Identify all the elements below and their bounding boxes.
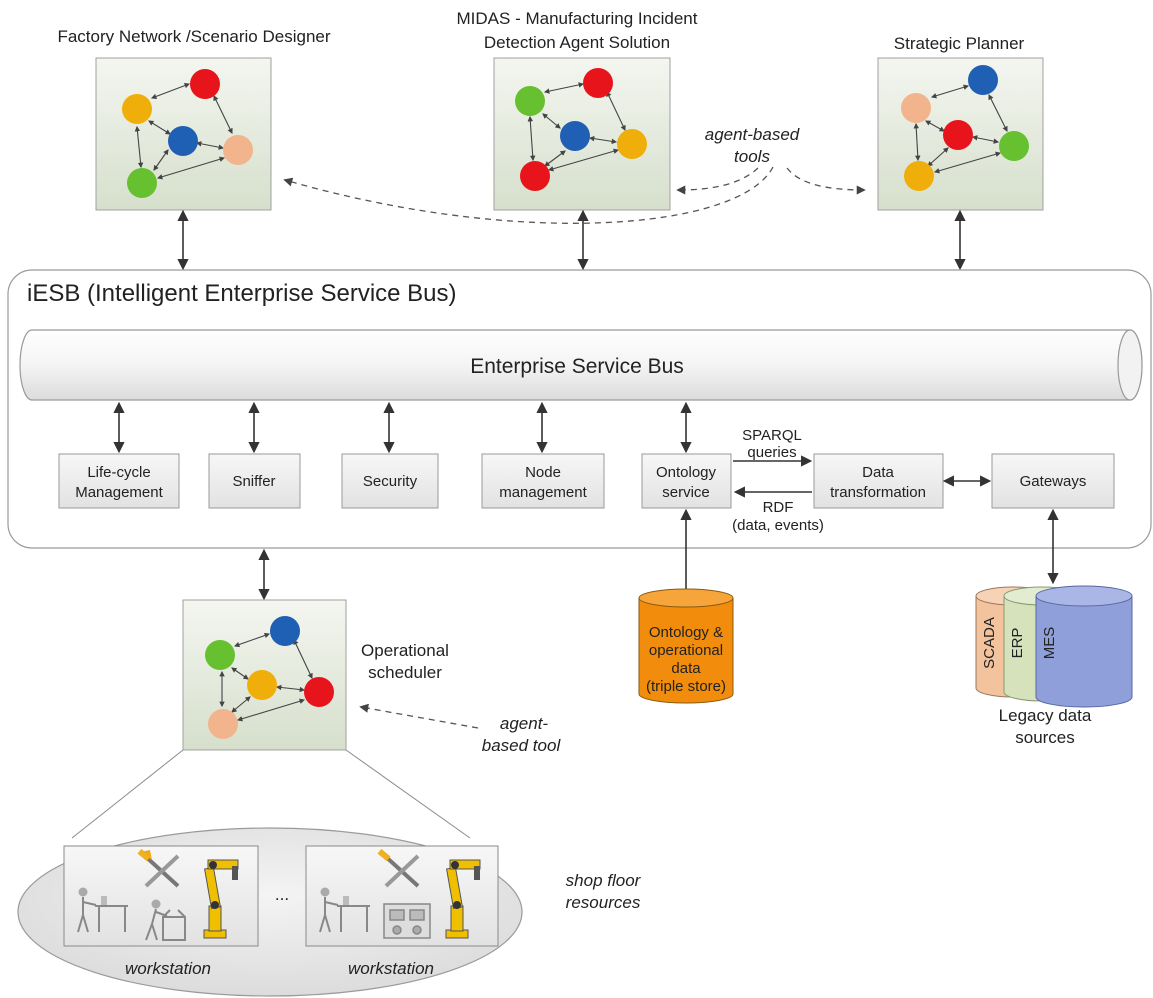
ontology-service-label-line2: service <box>662 484 710 501</box>
ontology-service-label-line1: Ontology <box>656 464 717 481</box>
gateways-box: Gateways <box>991 453 1115 509</box>
factory-designer-panel <box>95 57 272 211</box>
robot-arm-icon <box>203 859 239 939</box>
agent-node-green <box>999 131 1029 161</box>
agent-based-tools-label-line1: agent-based <box>705 125 800 144</box>
agent-node-red <box>190 69 220 99</box>
enterprise-service-bus-pipe <box>19 329 1143 401</box>
machine-icon <box>383 903 431 939</box>
strategic-planner-title: Strategic Planner <box>894 34 1025 53</box>
security-box: Security <box>341 453 439 509</box>
agent-node-blue <box>168 126 198 156</box>
triple-store-line2: operational <box>649 642 723 659</box>
triple-store-cylinder <box>638 588 734 704</box>
robot-arm-icon <box>445 859 481 939</box>
legacy-caption-line1: Legacy data <box>999 706 1092 725</box>
enterprise-service-bus-label: Enterprise Service Bus <box>470 355 684 378</box>
security-label: Security <box>363 473 418 490</box>
workstation-left-label: workstation <box>125 959 211 978</box>
data-transformation-label-line2: transformation <box>830 484 926 501</box>
agent-node-red <box>583 68 613 98</box>
worker-icon <box>319 887 370 933</box>
bus-module-arrows <box>113 401 692 454</box>
node-management-box: Node management <box>481 453 605 509</box>
lifecycle-management-box: Life-cycle Management <box>58 453 180 509</box>
agent-node-green <box>515 86 545 116</box>
agent-node-yellow <box>904 161 934 191</box>
workstation-left <box>63 845 259 947</box>
agent-node-red <box>304 677 334 707</box>
data-transformation-label-line1: Data <box>862 464 894 481</box>
operational-scheduler-panel <box>182 599 347 751</box>
agent-node-yellow <box>122 94 152 124</box>
factory-designer-title: Factory Network /Scenario Designer <box>57 27 330 46</box>
agent-based-tool-label-line1: agent- <box>500 714 549 733</box>
lifecycle-label-line2: Management <box>75 484 163 501</box>
worker-icon <box>77 887 128 933</box>
agent-based-tool-arrow <box>359 703 479 729</box>
wrench-screwdriver-icon <box>137 848 180 888</box>
rdf-label-line2: (data, events) <box>732 517 824 534</box>
triple-store-line3: data <box>671 660 701 677</box>
triple-store-line1: Ontology & <box>649 624 723 641</box>
mes-cylinder <box>1035 585 1133 708</box>
agent-node-green <box>127 168 157 198</box>
sparql-label-line2: queries <box>747 444 796 461</box>
operational-scheduler-label-line1: Operational <box>361 641 449 660</box>
rdf-label-line1: RDF <box>763 499 794 516</box>
midas-title-line1: MIDAS - Manufacturing Incident <box>457 9 698 28</box>
erp-label: ERP <box>1009 628 1026 659</box>
gateways-label: Gateways <box>1020 473 1087 490</box>
agent-node-blue <box>270 616 300 646</box>
node-management-label-line2: management <box>499 484 587 501</box>
panel-bus-arrows <box>177 209 966 271</box>
node-management-label-line1: Node <box>525 464 561 481</box>
agent-node-blue <box>560 121 590 151</box>
agent-node-red <box>943 120 973 150</box>
lifecycle-label-line1: Life-cycle <box>87 464 150 481</box>
agent-based-tools-arrows <box>283 166 866 224</box>
mes-label: MES <box>1041 627 1058 660</box>
agent-node-blue <box>968 65 998 95</box>
shop-floor-caption-line1: shop floor <box>566 871 642 890</box>
ontology-service-box: Ontology service <box>641 453 732 509</box>
wrench-screwdriver-icon <box>377 848 420 888</box>
agent-based-tool-label-line2: based tool <box>482 736 562 755</box>
agent-based-tools-label-line2: tools <box>734 147 770 166</box>
worker-box-icon <box>145 899 186 941</box>
iesb-title: iESB (Intelligent Enterprise Service Bus… <box>27 280 457 307</box>
agent-node-peach <box>223 135 253 165</box>
sniffer-box: Sniffer <box>208 453 301 509</box>
agent-node-yellow <box>617 129 647 159</box>
midas-panel <box>493 57 671 211</box>
workstation-right-label: workstation <box>348 959 434 978</box>
shop-floor-caption-line2: resources <box>566 893 641 912</box>
sniffer-label: Sniffer <box>232 473 275 490</box>
midas-title-line2: Detection Agent Solution <box>484 33 670 52</box>
triple-store-line4: (triple store) <box>646 678 726 695</box>
workstation-right <box>305 845 499 947</box>
strategic-planner-panel <box>877 57 1044 211</box>
agent-node-yellow <box>247 670 277 700</box>
operational-scheduler-label-line2: scheduler <box>368 663 442 682</box>
data-transformation-box: Data transformation <box>813 453 944 509</box>
agent-node-green <box>205 640 235 670</box>
scada-label: SCADA <box>981 617 998 669</box>
agent-node-peach <box>901 93 931 123</box>
agent-node-red <box>520 161 550 191</box>
legacy-caption-line2: sources <box>1015 728 1075 747</box>
scheduler-zoom-lines <box>71 749 471 839</box>
workstation-ellipsis: ... <box>275 885 289 904</box>
agent-node-peach <box>208 709 238 739</box>
sparql-label-line1: SPARQL <box>742 427 802 444</box>
